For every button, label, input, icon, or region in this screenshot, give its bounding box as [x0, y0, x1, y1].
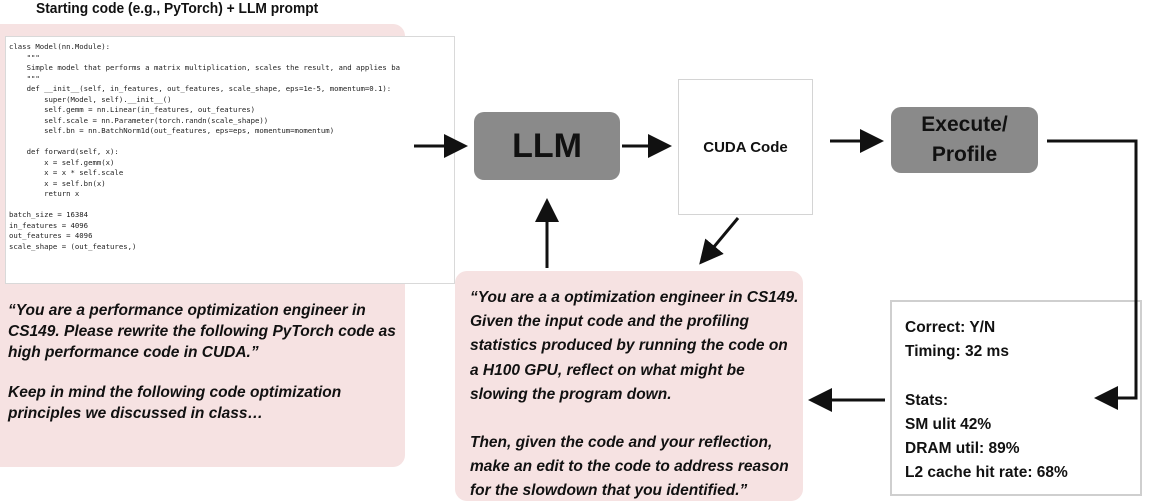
- code-line: Simple model that performs a matrix mult…: [9, 63, 400, 72]
- sm-util-stat: SM ulit 42%: [905, 415, 992, 433]
- initial-prompt-principles: Keep in mind the following code optimiza…: [8, 384, 342, 422]
- code-line: x = self.bn(x): [9, 178, 106, 188]
- stats-label: Stats:: [905, 391, 949, 409]
- code-line: return x: [9, 189, 80, 198]
- code-line: class Model(nn.Module):: [9, 42, 111, 51]
- code-line: """: [9, 52, 40, 62]
- code-line: x = self.gemm(x): [9, 157, 115, 167]
- code-line: """: [9, 73, 40, 83]
- reflection-prompt-reflect: “You are a a optimization engineer in CS…: [470, 289, 799, 403]
- reflection-prompt-panel: [455, 271, 803, 501]
- execute-profile-node: Execute/ Profile: [891, 107, 1038, 173]
- timing-stat: Timing: 32 ms: [905, 343, 1009, 361]
- pytorch-code-block: class Model(nn.Module): """ Simple model…: [5, 36, 455, 284]
- code-line: out_features = 4096: [9, 231, 93, 240]
- code-line: self.gemm = nn.Linear(in_features, out_f…: [9, 105, 256, 114]
- reflection-prompt-edit: Then, given the code and your reflection…: [470, 434, 789, 500]
- code-text: class Model(nn.Module): """ Simple model…: [6, 37, 454, 252]
- cuda-code-node: CUDA Code: [678, 79, 813, 215]
- initial-prompt: “You are a performance optimization engi…: [8, 300, 403, 424]
- correct-stat: Correct: Y/N: [905, 319, 996, 336]
- code-line: super(Model, self).__init__(): [9, 94, 172, 104]
- code-line: in_features = 4096: [9, 220, 89, 230]
- reflection-prompt: “You are a a optimization engineer in CS…: [470, 286, 800, 504]
- code-line: scale_shape = (out_features,): [9, 241, 137, 251]
- arrow-cuda-to-prompt: [699, 217, 740, 265]
- section-heading: Starting code (e.g., PyTorch) + LLM prom…: [36, 0, 319, 17]
- code-line: self.scale = nn.Parameter(torch.randn(sc…: [9, 115, 269, 125]
- profile-label: Profile: [931, 143, 998, 166]
- initial-prompt-instruction: “You are a performance optimization engi…: [8, 302, 396, 361]
- arrow-execute-to-stats: [1047, 139, 1138, 410]
- code-line: self.bn = nn.BatchNorm1d(out_features, e…: [9, 126, 335, 135]
- code-line: def forward(self, x):: [9, 147, 119, 156]
- llm-label: LLM: [512, 126, 582, 165]
- code-line: batch_size = 16384: [9, 210, 89, 219]
- cuda-code-label: CUDA Code: [703, 138, 788, 156]
- dram-util-stat: DRAM util: 89%: [905, 440, 1020, 458]
- llm-node: LLM: [474, 112, 620, 180]
- code-line: x = x * self.scale: [9, 168, 124, 177]
- execute-label: Execute/: [921, 113, 1008, 136]
- code-line: def __init__(self, in_features, out_feat…: [9, 84, 392, 93]
- l2-hit-rate-stat: L2 cache hit rate: 68%: [905, 464, 1068, 482]
